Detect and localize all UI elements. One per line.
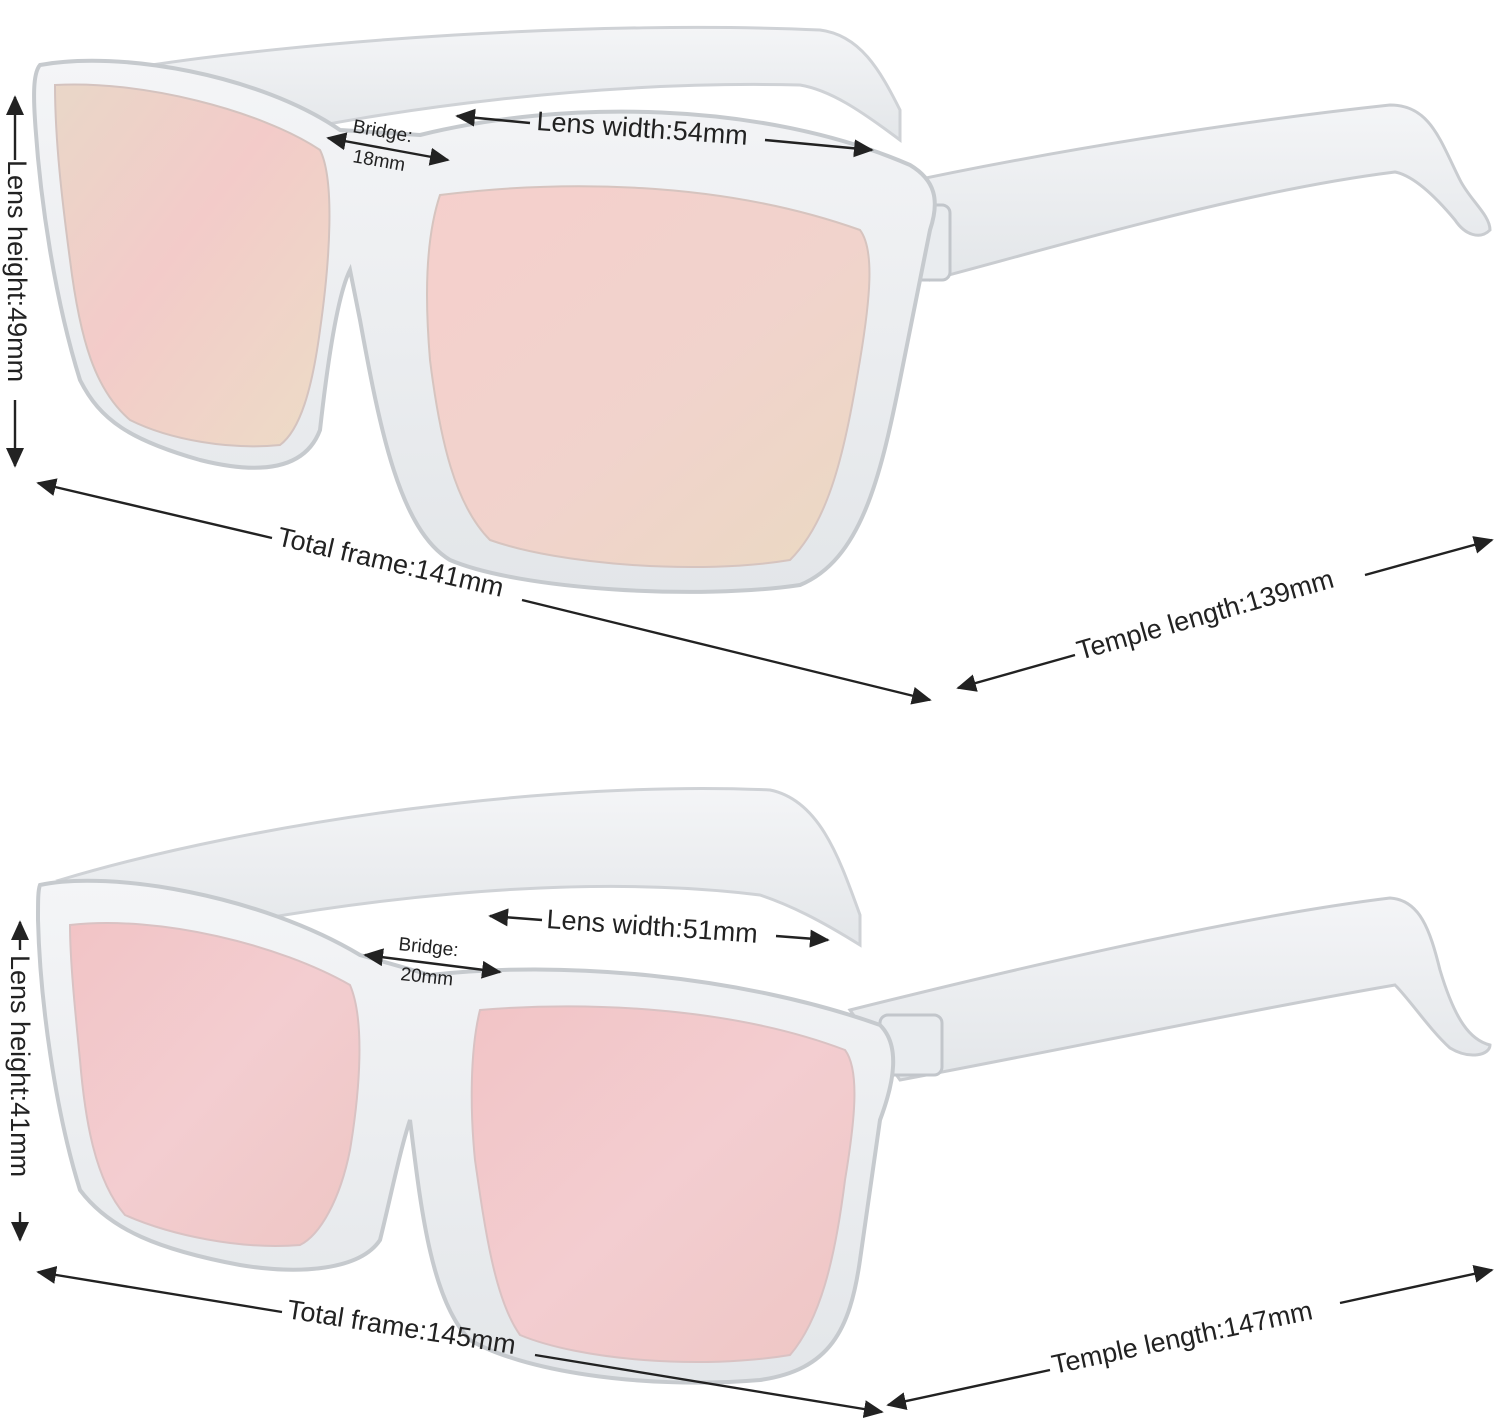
top-temple-length-label: Temple length:139mm bbox=[1073, 564, 1337, 666]
bottom-total-frame-arrow-right bbox=[534, 1353, 884, 1418]
bottom-bridge-arrow bbox=[363, 948, 502, 979]
bottom-total-frame-arrow-left bbox=[36, 1266, 283, 1314]
bottom-temple-length-label: Temple length:147mm bbox=[1049, 1295, 1315, 1380]
top-lens-width-arrow-left bbox=[455, 108, 531, 127]
bottom-temple-length-arrow-right bbox=[1339, 1265, 1494, 1305]
top-temple-length-arrow-left bbox=[956, 653, 1076, 692]
top-total-frame-arrow-left bbox=[36, 478, 273, 540]
top-far-temple bbox=[115, 25, 902, 143]
top-lens-height-label: Lens height:49mm bbox=[2, 160, 32, 382]
bottom-temple-length-arrow-left bbox=[886, 1368, 1051, 1410]
bottom-bridge-label: Bridge: bbox=[397, 934, 459, 961]
top-sunglasses bbox=[32, 25, 1492, 594]
bottom-left-lens bbox=[68, 922, 361, 1247]
bottom-far-temple bbox=[55, 786, 862, 948]
top-temple-length-arrow-right bbox=[1364, 536, 1494, 577]
top-left-lens bbox=[53, 83, 331, 448]
bottom-near-temple bbox=[847, 896, 1492, 1082]
bottom-lens-width-arrow-right bbox=[775, 929, 830, 948]
bottom-sunglasses bbox=[35, 786, 1492, 1385]
bottom-lens-height-label: Lens height:41mm bbox=[5, 955, 35, 1177]
top-total-frame-arrow-right bbox=[521, 598, 932, 705]
bottom-right-lens bbox=[470, 1005, 856, 1364]
bottom-lens-width-arrow-left bbox=[488, 908, 543, 927]
bottom-lens-width-label: Lens width:51mm bbox=[546, 904, 759, 949]
top-near-temple bbox=[867, 103, 1492, 282]
top-right-lens bbox=[426, 185, 871, 569]
top-lens-width-arrow-right bbox=[764, 138, 874, 158]
top-bridge-arrow bbox=[326, 132, 450, 166]
